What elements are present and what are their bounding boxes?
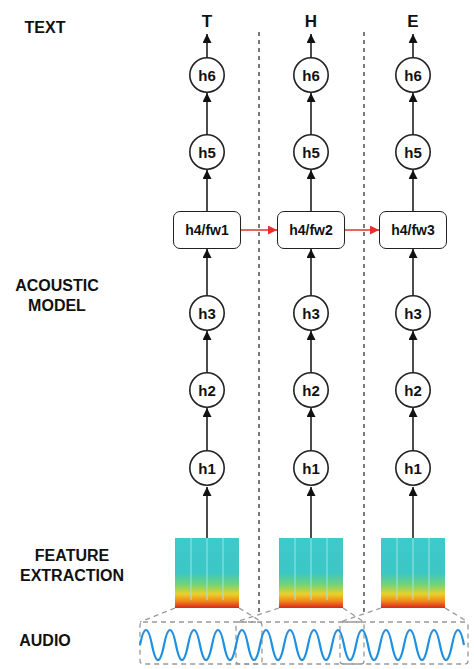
node-circle (190, 135, 224, 169)
forward-arrow (206, 331, 208, 372)
node-circle (396, 58, 430, 92)
output-character: T (202, 12, 212, 32)
node-circle (294, 296, 328, 330)
forward-arrow (412, 408, 414, 450)
forward-arrow (310, 249, 312, 295)
layer-node: h3 (293, 295, 329, 331)
forward-arrow (310, 93, 312, 134)
column-separator (258, 32, 259, 612)
node-circle (396, 296, 430, 330)
layout-arrows (207, 34, 413, 538)
layer-name: h5 (302, 145, 320, 160)
output-character: H (305, 12, 317, 32)
layer-node: h6 (293, 57, 329, 93)
layer-box: h4/fw2 (277, 211, 345, 249)
audio-windows (140, 608, 468, 664)
spectrogram (381, 538, 445, 608)
node-circle (294, 451, 328, 485)
output-arrow (206, 34, 208, 57)
audio-window (140, 622, 262, 664)
audio-waveform (140, 630, 464, 660)
layer-name: h3 (198, 306, 216, 321)
layer-box: h4/fw1 (173, 211, 241, 249)
output-arrow (412, 34, 414, 57)
layer-name: h5 (198, 145, 216, 160)
forward-arrow (206, 408, 208, 450)
spectrogram (279, 538, 343, 608)
layer-name: h1 (404, 461, 422, 476)
layer-node: h5 (189, 134, 225, 170)
node-circle (294, 135, 328, 169)
input-arrow (310, 487, 312, 538)
forward-arrow (412, 93, 414, 134)
node-circle (396, 451, 430, 485)
layer-name: h3 (404, 306, 422, 321)
layer-name: h5 (404, 145, 422, 160)
layer-node: h6 (395, 57, 431, 93)
stage-label: FEATURE EXTRACTION (0, 546, 147, 586)
recurrent-arrow (345, 229, 379, 231)
layer-node: h2 (395, 372, 431, 408)
layer-node: h5 (293, 134, 329, 170)
input-arrow (206, 487, 208, 538)
layer-name: h6 (302, 68, 320, 83)
node-circle (190, 296, 224, 330)
layer-node: h3 (189, 295, 225, 331)
layer-name: h4/fw1 (185, 223, 229, 237)
forward-arrow (412, 170, 414, 211)
forward-arrow (310, 331, 312, 372)
spectrogram-frames (191, 538, 429, 600)
forward-arrow (206, 170, 208, 211)
layer-node: h6 (189, 57, 225, 93)
layer-name: h3 (302, 306, 320, 321)
column-separators (259, 32, 364, 612)
node-circle (190, 58, 224, 92)
forward-arrow (206, 93, 208, 134)
output-arrow (310, 34, 312, 57)
stage-label: AUDIO (19, 631, 71, 651)
forward-arrow (310, 408, 312, 450)
layer-name: h2 (302, 383, 320, 398)
node-circle (396, 135, 430, 169)
layer-name: h1 (198, 461, 216, 476)
node-circle (294, 58, 328, 92)
spectrograms (175, 538, 445, 608)
stage-label: TEXT (25, 18, 66, 38)
node-circle (294, 373, 328, 407)
forward-arrow (412, 331, 414, 372)
output-character: E (407, 12, 418, 32)
layer-name: h6 (198, 68, 216, 83)
layer-name: h4/fw2 (289, 223, 333, 237)
stage-label: ACOUSTIC MODEL (2, 276, 112, 316)
column-separator (363, 32, 364, 612)
input-arrow (412, 487, 414, 538)
layer-name: h1 (302, 461, 320, 476)
layer-node: h1 (293, 450, 329, 486)
forward-arrow (206, 249, 208, 295)
layer-node: h3 (395, 295, 431, 331)
forward-arrow (412, 249, 414, 295)
recurrent-arrow (241, 229, 277, 231)
layer-name: h4/fw3 (391, 223, 435, 237)
node-circle (396, 373, 430, 407)
layer-name: h2 (404, 383, 422, 398)
layer-node: h2 (293, 372, 329, 408)
layer-box: h4/fw3 (379, 211, 447, 249)
forward-arrow (310, 170, 312, 211)
layer-node: h1 (189, 450, 225, 486)
layer-name: h2 (198, 383, 216, 398)
layer-node: h1 (395, 450, 431, 486)
node-circle (190, 373, 224, 407)
spectrogram (175, 538, 239, 608)
layer-name: h6 (404, 68, 422, 83)
layer-node: h2 (189, 372, 225, 408)
layer-node: h5 (395, 134, 431, 170)
node-circle (190, 451, 224, 485)
